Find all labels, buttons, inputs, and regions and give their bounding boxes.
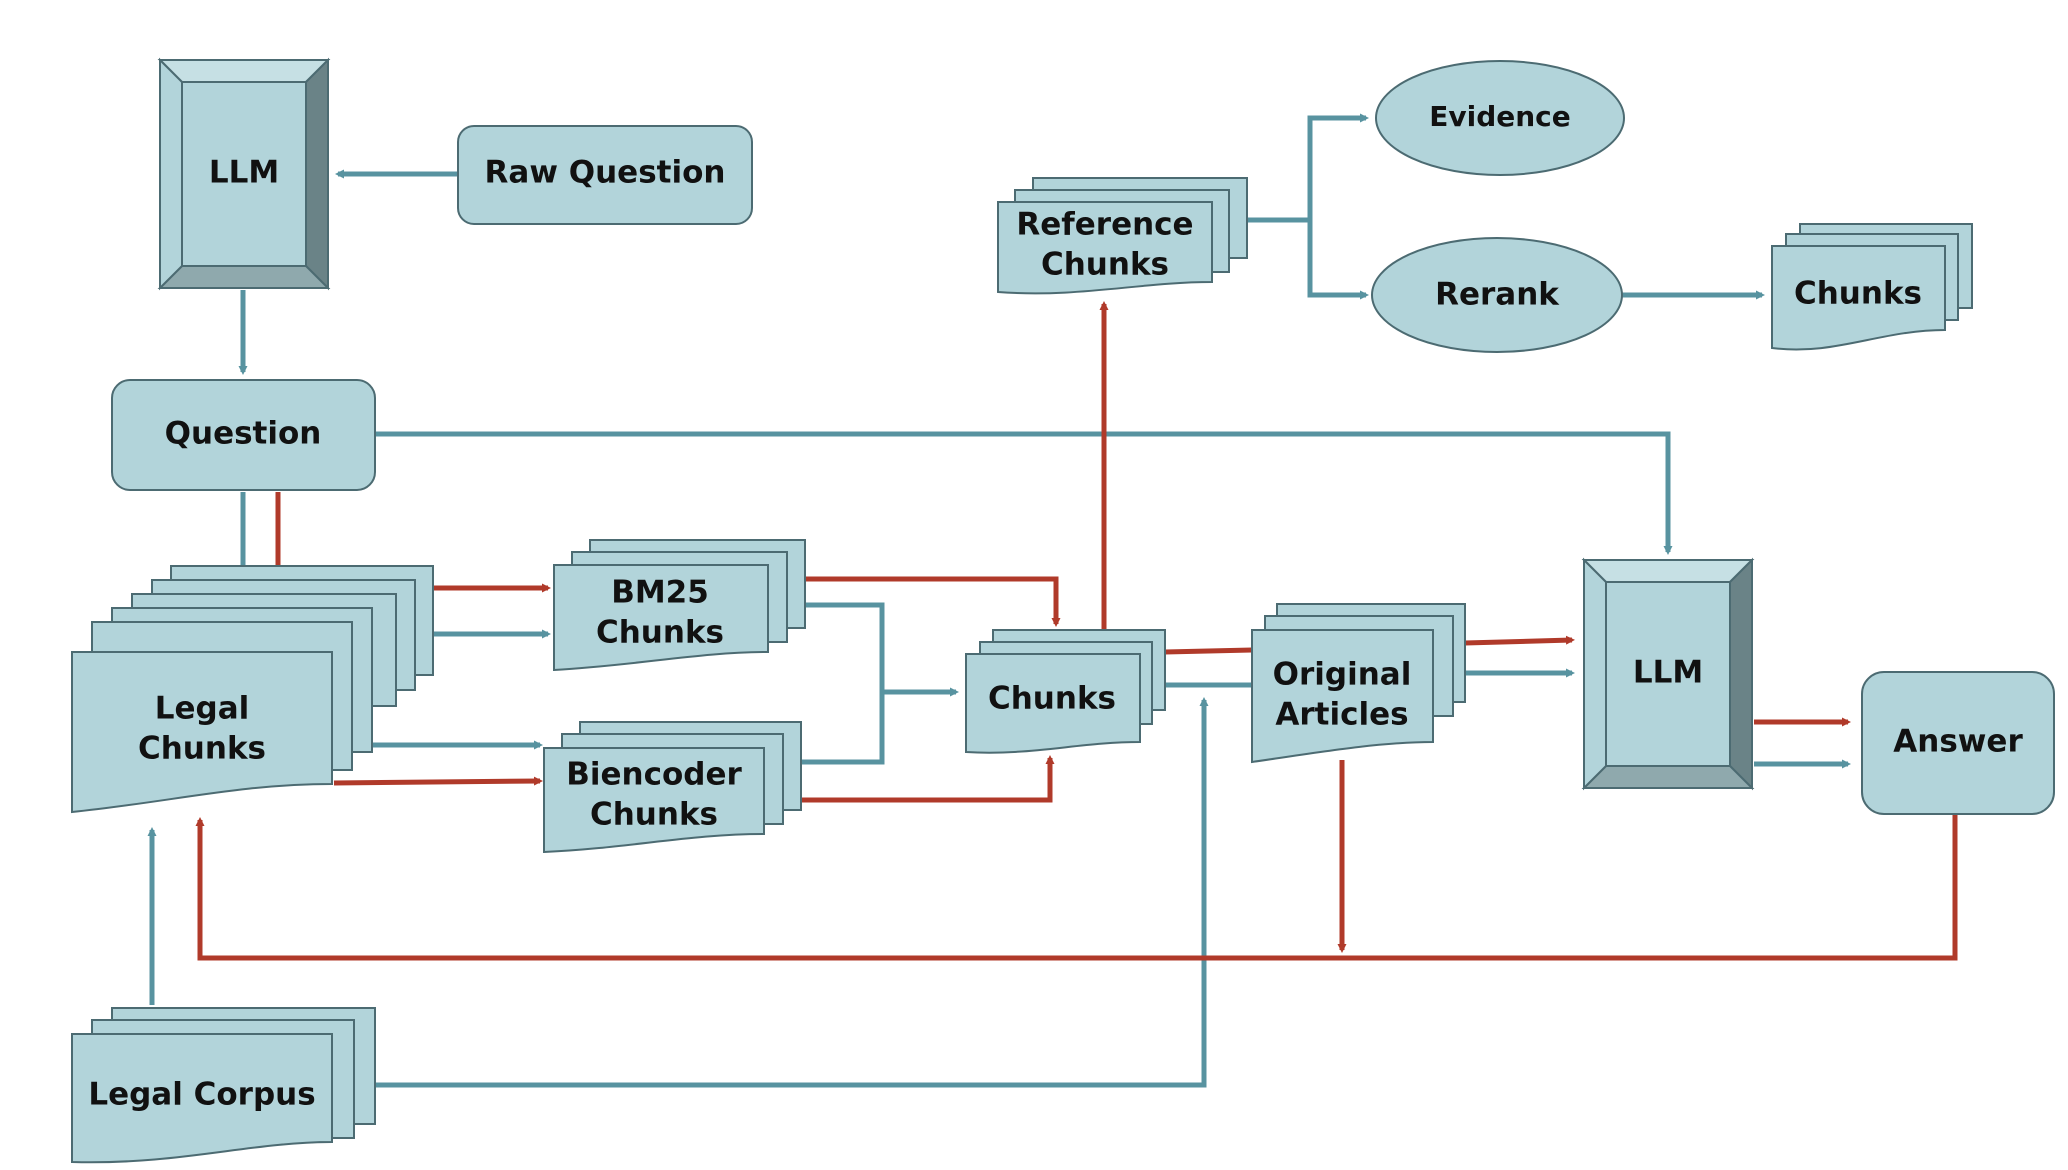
llm-mid-node: LLM (1581, 557, 1755, 791)
arrow-question-to-llm (375, 431, 1673, 555)
answer-label: Answer (1893, 724, 2023, 760)
arrow-biencoder-to-chunks-red (801, 755, 1055, 803)
reference-chunks-label-line2: Chunks (1041, 247, 1169, 283)
reference-chunks-label-line1: Reference (1016, 207, 1193, 243)
arrow-reference-to-evidence (1247, 113, 1369, 223)
rerank-node: Rerank (1371, 237, 1623, 353)
llm-top-label: LLM (209, 155, 279, 191)
arrow-chunks-to-original-red (1164, 647, 1253, 655)
legal-chunks-node: Legal Chunks (71, 565, 434, 814)
legal-corpus-label: Legal Corpus (88, 1077, 315, 1113)
evidence-node: Evidence (1375, 60, 1625, 176)
legal-corpus-node: Legal Corpus (71, 1007, 376, 1164)
legal-chunks-label-line1: Legal (155, 691, 250, 727)
chunks-right-node: Chunks (1771, 223, 1973, 351)
arrow-corpus-to-chunks-link (375, 697, 1209, 1088)
original-articles-node: Original Articles (1251, 603, 1466, 764)
original-articles-label-line2: Articles (1275, 697, 1408, 733)
evidence-label: Evidence (1429, 100, 1571, 133)
chunks-mid-node: Chunks (965, 629, 1166, 754)
connectors (147, 113, 1958, 1088)
arrow-original-to-llm-red (1464, 635, 1575, 646)
biencoder-chunks-label-line2: Chunks (590, 797, 718, 833)
biencoder-chunks-node: Biencoder Chunks (543, 721, 802, 854)
biencoder-chunks-label-line1: Biencoder (566, 757, 742, 793)
original-articles-label-line1: Original (1273, 657, 1412, 693)
bm25-chunks-label-line1: BM25 (611, 575, 709, 611)
llm-top-node: LLM (157, 57, 331, 291)
arrow-bm25-to-chunks-blue (805, 602, 959, 697)
question-label: Question (165, 416, 322, 452)
question-node: Question (111, 379, 376, 491)
arrow-reference-to-rerank (1307, 220, 1369, 300)
raw-question-node: Raw Question (457, 125, 753, 225)
bm25-chunks-label-line2: Chunks (596, 615, 724, 651)
bm25-chunks-node: BM25 Chunks (553, 539, 806, 672)
answer-node: Answer (1861, 671, 2055, 815)
arrow-answer-feedback-red (195, 815, 1958, 961)
arrow-bm25-to-chunks-red (805, 576, 1061, 627)
chunks-right-label: Chunks (1794, 276, 1922, 312)
reference-chunks-node: Reference Chunks (997, 177, 1248, 295)
raw-question-label: Raw Question (485, 155, 726, 191)
rerank-label: Rerank (1435, 277, 1560, 313)
llm-mid-label: LLM (1633, 655, 1703, 691)
chunks-mid-label: Chunks (988, 681, 1116, 717)
arrow-biencoder-to-chunks-blue (801, 692, 885, 765)
arrow-legal-to-biencoder-red (333, 776, 543, 786)
legal-chunks-label-line2: Chunks (138, 731, 266, 767)
